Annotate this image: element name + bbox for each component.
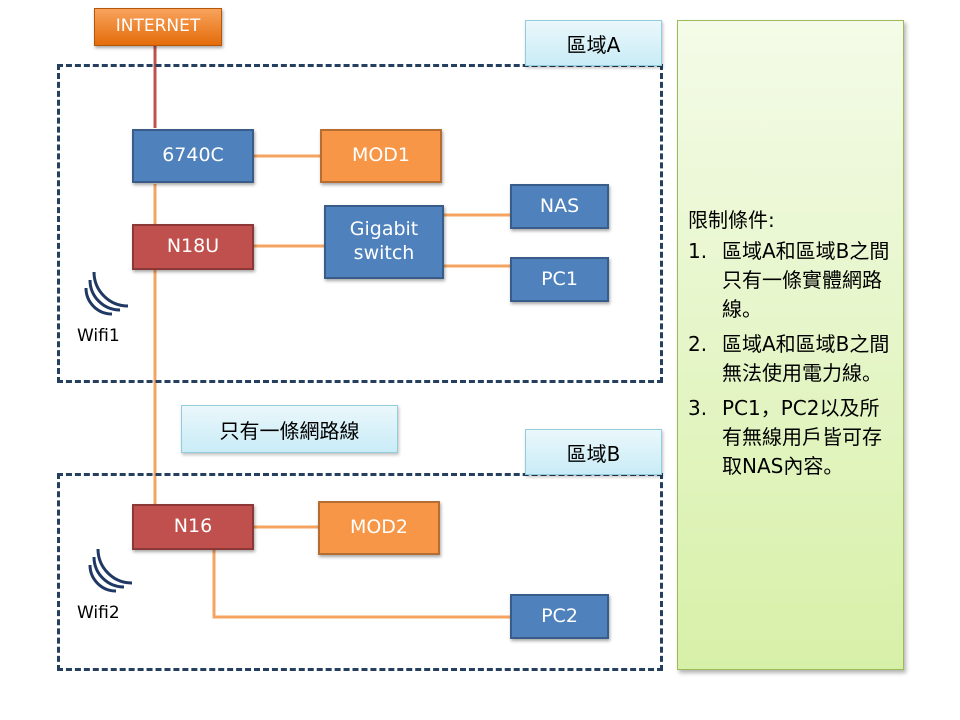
mod2-node: MOD2 bbox=[318, 501, 440, 555]
constraint-item: 2. 區域A和區域B之間無法使用電力線。 bbox=[688, 330, 893, 388]
mod1-node: MOD1 bbox=[320, 129, 442, 183]
nas-node: NAS bbox=[510, 184, 609, 229]
constraint-item: 3. PC1，PC2以及所有無線用戶皆可存取NAS內容。 bbox=[688, 394, 893, 481]
constraints-list: 1. 區域A和區域B之間只有一條實體網路線。 2. 區域A和區域B之間無法使用電… bbox=[688, 237, 893, 487]
link-n16-pc2 bbox=[212, 550, 510, 619]
router-6740c-node: 6740C bbox=[132, 129, 254, 183]
wifi2-signal-icon bbox=[88, 548, 133, 593]
pc2-node: PC2 bbox=[510, 594, 609, 639]
single-cable-note: 只有一條網路線 bbox=[181, 405, 398, 453]
n16-node: N16 bbox=[132, 504, 254, 550]
constraint-number: 2. bbox=[688, 331, 708, 356]
wifi1-signal-icon bbox=[84, 271, 129, 316]
internet-node: INTERNET bbox=[94, 8, 222, 46]
wifi1-label: Wifi1 bbox=[77, 326, 120, 346]
region-b-boundary bbox=[57, 473, 663, 671]
region-a-boundary bbox=[57, 64, 663, 383]
constraint-text: 區域A和區域B之間無法使用電力線。 bbox=[722, 331, 890, 385]
n18u-node: N18U bbox=[132, 224, 254, 270]
gigabit-switch-node: Gigabit switch bbox=[324, 205, 444, 279]
wifi2-label: Wifi2 bbox=[77, 603, 120, 623]
constraint-number: 1. bbox=[688, 238, 708, 263]
gigabit-switch-label-line2: switch bbox=[353, 242, 415, 264]
region-b-label: 區域B bbox=[525, 429, 662, 475]
constraint-item: 1. 區域A和區域B之間只有一條實體網路線。 bbox=[688, 237, 893, 324]
pc1-node: PC1 bbox=[510, 257, 609, 302]
gigabit-switch-label-line1: Gigabit bbox=[349, 218, 419, 241]
constraints-panel: 限制條件: 1. 區域A和區域B之間只有一條實體網路線。 2. 區域A和區域B之… bbox=[677, 20, 904, 670]
constraint-number: 3. bbox=[688, 395, 708, 420]
constraints-title: 限制條件: bbox=[688, 207, 775, 232]
region-a-label: 區域A bbox=[525, 20, 662, 66]
constraint-text: 區域A和區域B之間只有一條實體網路線。 bbox=[722, 238, 890, 321]
constraint-text: PC1，PC2以及所有無線用戶皆可存取NAS內容。 bbox=[722, 395, 882, 478]
